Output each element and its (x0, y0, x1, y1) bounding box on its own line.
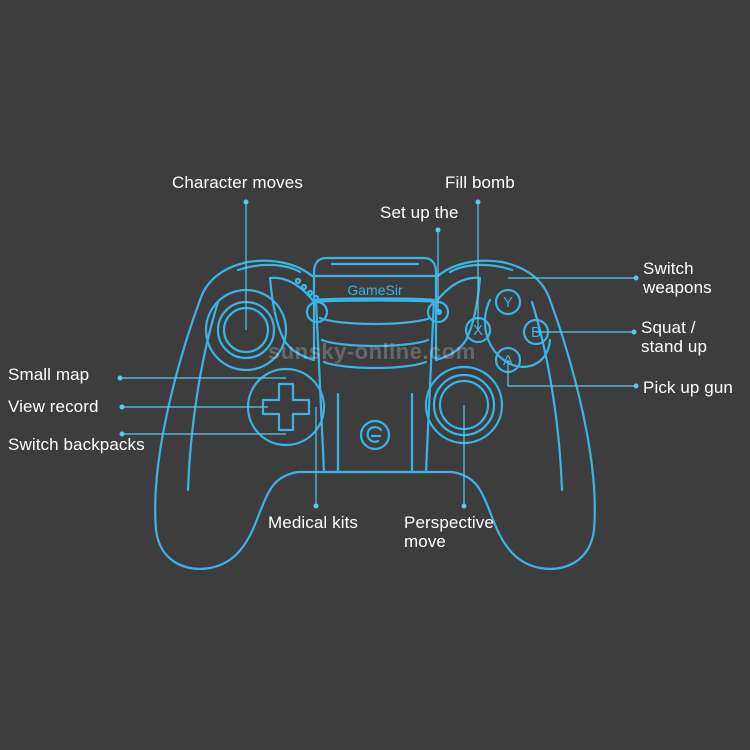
dpad-icon (261, 382, 311, 432)
label-small-map: Small map (8, 365, 90, 384)
right-bumper-panel (434, 276, 482, 362)
right-shoulder (448, 263, 514, 274)
brand-text: GameSir (347, 282, 403, 298)
label-view-record: View record (8, 397, 99, 416)
label-medical-kits: Medical kits (268, 513, 359, 532)
button-x-label: X (473, 322, 483, 339)
label-perspective-move: Perspective move (404, 513, 494, 551)
home-logo-icon (366, 426, 383, 443)
leader-pick-up-gun (507, 360, 636, 387)
label-character-moves: Character moves (172, 173, 303, 192)
left-bumper-panel (268, 276, 316, 362)
watermark: sunsky-online.com (268, 339, 476, 364)
button-y-label: Y (503, 294, 513, 311)
controller-outline (154, 259, 596, 570)
label-switch-backpacks: Switch backpacks (8, 435, 145, 454)
label-set-up: Set up the (380, 203, 459, 222)
label-switch-weapons: Switch weapons (643, 259, 712, 297)
button-b-label: B (531, 324, 541, 341)
label-fill-bomb: Fill bomb (445, 173, 515, 192)
left-grip-inner (186, 300, 220, 492)
button-a-label: A (503, 352, 513, 369)
label-pick-up-gun: Pick up gun (643, 378, 733, 397)
left-shoulder (236, 263, 302, 274)
center-panel (314, 297, 436, 474)
label-squat: Squat / stand up (641, 318, 708, 356)
phone-clamp (312, 256, 438, 304)
right-grip-inner (530, 300, 564, 492)
